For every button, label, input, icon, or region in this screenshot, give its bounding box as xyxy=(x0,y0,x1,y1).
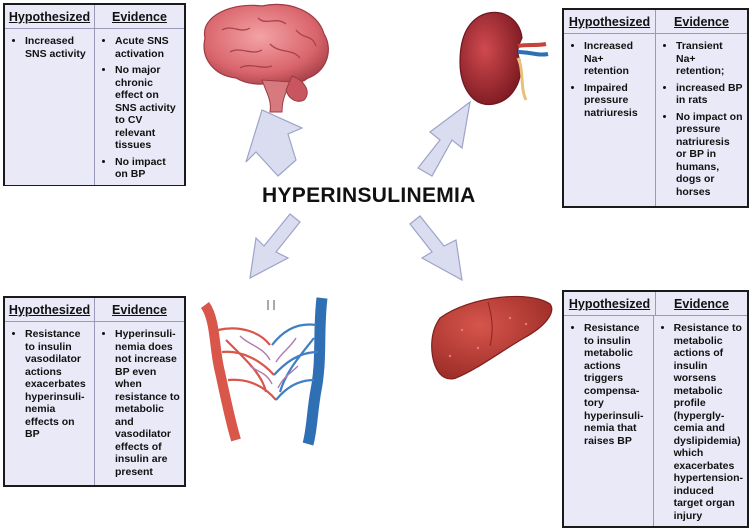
arrow-to-kidney xyxy=(417,100,471,177)
brain-icon xyxy=(203,3,329,113)
diagram-title: HYPERINSULINEMIA xyxy=(262,184,476,207)
liver-panel-body: Resistance to insulin metabolic actions … xyxy=(564,316,747,526)
kidney-hypothesized-header: Hypothesized xyxy=(568,15,651,29)
kidney-evidence-item: Transient Na+ retention; xyxy=(676,40,743,78)
brain-evidence-header: Evidence xyxy=(94,5,184,28)
vessel-evidence-item: Hyperinsuli-nemia does not increase BP e… xyxy=(115,328,180,478)
vessel-panel: Hypothesized Evidence Resistance to insu… xyxy=(3,296,186,487)
kidney-panel: Hypothesized Evidence Increased Na+ rete… xyxy=(562,8,749,208)
kidney-hypothesized-item: Impaired pressure natriuresis xyxy=(584,82,651,120)
liver-evidence-item: Resistance to metabolic actions of insul… xyxy=(674,322,743,522)
kidney-hypothesized-item: Increased Na+ retention xyxy=(584,40,651,78)
vessel-panel-body: Resistance to insulin vasodilator action… xyxy=(5,322,184,485)
vessel-hypothesized-header: Hypothesized xyxy=(8,303,91,317)
brain-evidence-item: No impact on BP xyxy=(115,156,180,181)
brain-hypothesized-header: Hypothesized xyxy=(8,10,91,24)
liver-panel: Hypothesized Evidence Resistance to insu… xyxy=(562,290,749,528)
arrow-to-liver xyxy=(409,215,463,282)
liver-evidence-column: Resistance to metabolic actions of insul… xyxy=(652,316,747,526)
kidney-evidence-header: Evidence xyxy=(655,10,747,33)
brain-evidence-item: No major chronic effect on SNS activity … xyxy=(115,64,180,152)
brain-panel-header: Hypothesized Evidence xyxy=(5,5,184,29)
brain-evidence-item: Acute SNS activation xyxy=(115,35,180,60)
brain-evidence-column: Acute SNS activation No major chronic ef… xyxy=(94,29,184,185)
vessel-panel-header: Hypothesized Evidence xyxy=(5,298,184,322)
liver-hypothesized-header: Hypothesized xyxy=(568,297,651,311)
kidney-evidence-item: increased BP in rats xyxy=(676,82,743,107)
brain-hypothesized-column: Increased SNS activity xyxy=(5,29,94,185)
arrow-to-brain xyxy=(245,109,304,177)
vessel-hypothesized-item: Resistance to insulin vasodilator action… xyxy=(25,328,90,441)
blood-vessel-icon xyxy=(200,297,328,446)
liver-hypothesized-column: Resistance to insulin metabolic actions … xyxy=(564,316,653,526)
liver-evidence-header: Evidence xyxy=(655,292,747,315)
kidney-panel-body: Increased Na+ retention Impaired pressur… xyxy=(564,34,747,206)
brain-panel: Hypothesized Evidence Increased SNS acti… xyxy=(3,3,186,186)
kidney-evidence-column: Transient Na+ retention; increased BP in… xyxy=(655,34,747,206)
brain-hypothesized-item: Increased SNS activity xyxy=(25,35,90,60)
liver-hypothesized-item: Resistance to insulin metabolic actions … xyxy=(584,322,649,447)
vessel-evidence-header: Evidence xyxy=(94,298,184,321)
kidney-evidence-item: No impact on pressure natriuresis or BP … xyxy=(676,111,743,199)
liver-panel-header: Hypothesized Evidence xyxy=(564,292,747,316)
brain-panel-body: Increased SNS activity Acute SNS activat… xyxy=(5,29,184,185)
vessel-evidence-column: Hyperinsuli-nemia does not increase BP e… xyxy=(94,322,184,485)
vessel-hypothesized-column: Resistance to insulin vasodilator action… xyxy=(5,322,94,485)
kidney-hypothesized-column: Increased Na+ retention Impaired pressur… xyxy=(564,34,655,206)
liver-icon xyxy=(431,295,553,380)
arrow-to-vessel xyxy=(249,213,301,280)
kidney-panel-header: Hypothesized Evidence xyxy=(564,10,747,34)
kidney-icon xyxy=(459,11,549,106)
